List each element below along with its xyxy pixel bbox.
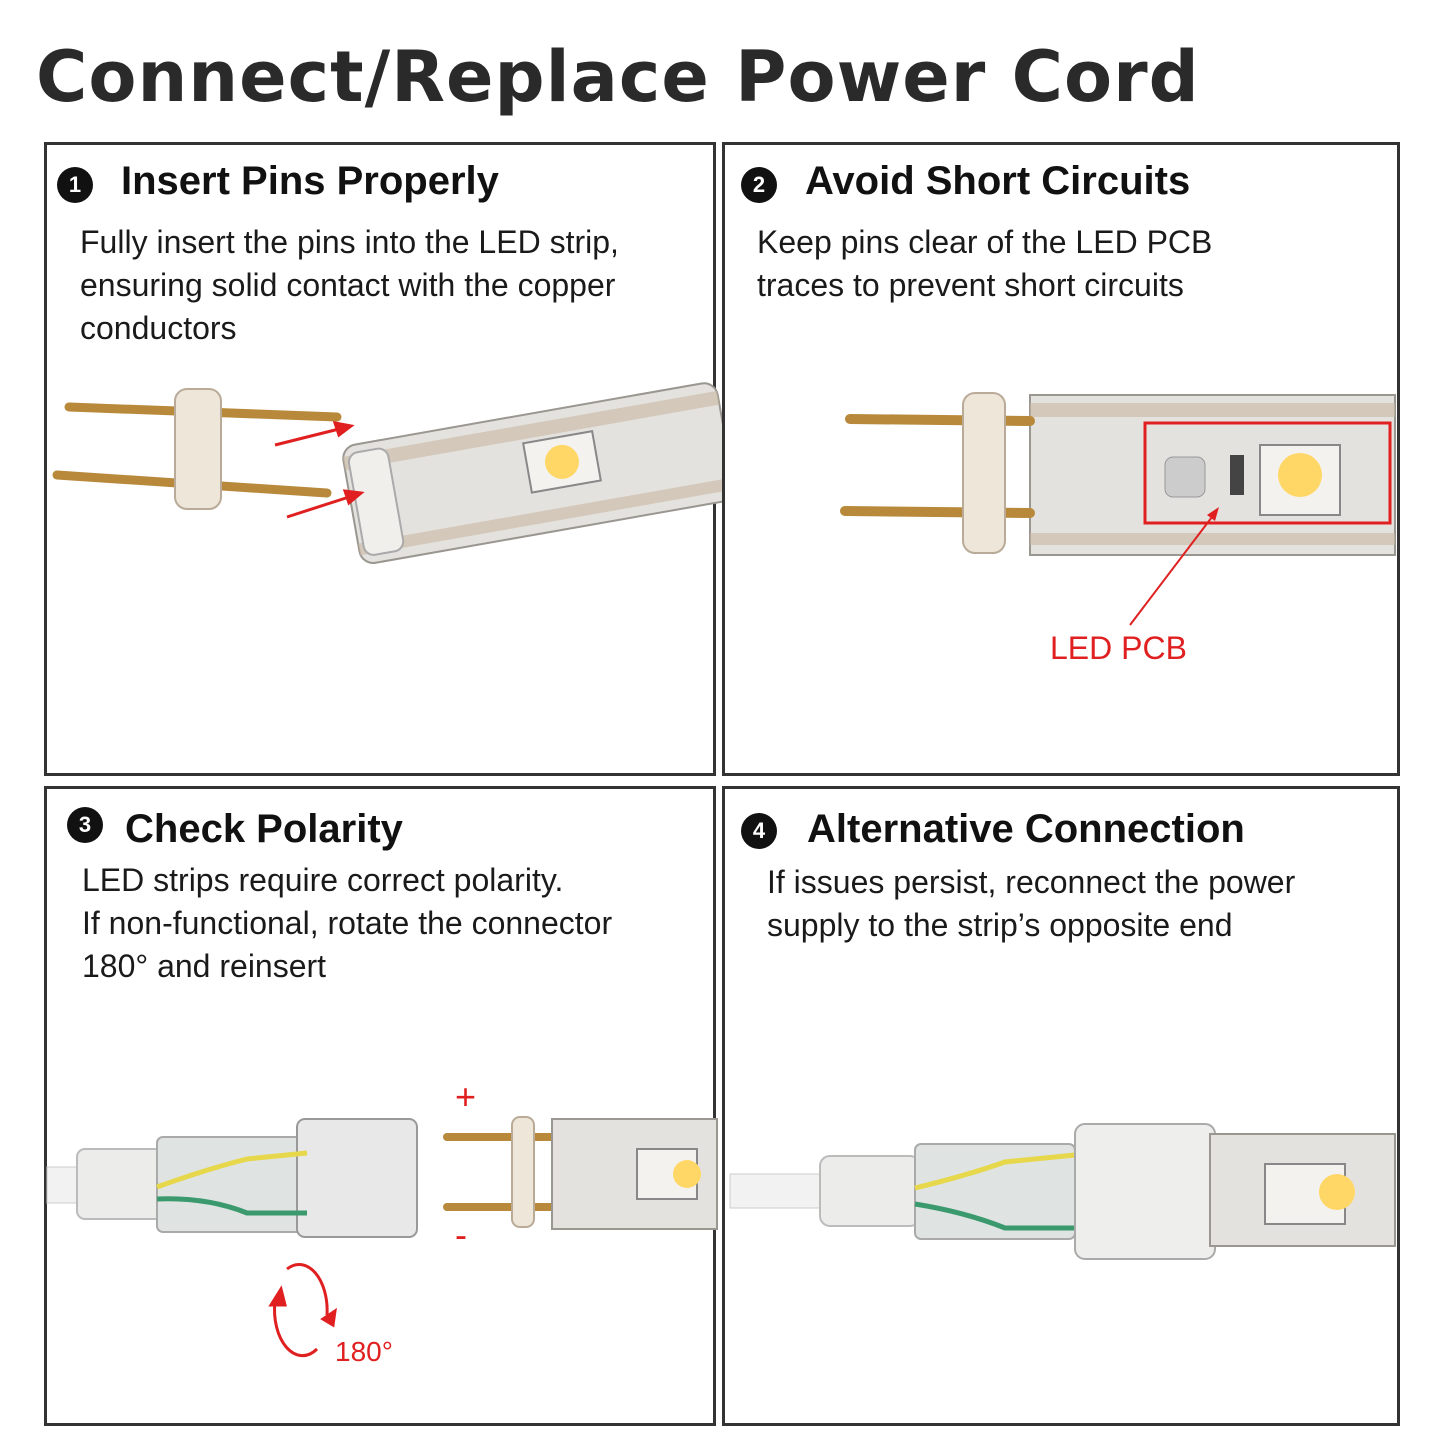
description-line: ensuring solid contact with the copper bbox=[80, 267, 616, 303]
led-strip bbox=[1209, 1133, 1396, 1247]
step-number-badge: 3 bbox=[67, 807, 103, 843]
rotation-label: 180° bbox=[335, 1336, 393, 1367]
panel-alternative-connection: 4 Alternative Connection If issues persi… bbox=[722, 786, 1400, 1426]
description-line: If issues persist, reconnect the power bbox=[767, 864, 1296, 900]
panel-check-polarity: 3 Check Polarity LED strips require corr… bbox=[44, 786, 718, 1426]
connector-pins bbox=[840, 392, 1035, 554]
description-line: Keep pins clear of the LED PCB bbox=[757, 224, 1213, 260]
step-description: If issues persist, reconnect the power s… bbox=[767, 861, 1295, 947]
panel-insert-pins: 1 Insert Pins Properly Fully insert the … bbox=[44, 142, 735, 776]
description-line: If non-functional, rotate the connector bbox=[82, 905, 613, 941]
led-strip bbox=[342, 382, 735, 564]
positive-label: + bbox=[455, 1076, 476, 1117]
step-description: Fully insert the pins into the LED strip… bbox=[80, 221, 619, 350]
step-title: Avoid Short Circuits bbox=[805, 159, 1191, 203]
led-strip bbox=[551, 1118, 718, 1230]
description-line: Fully insert the pins into the LED strip… bbox=[80, 224, 619, 260]
description-line: conductors bbox=[80, 310, 237, 346]
step-number-badge: 4 bbox=[741, 813, 777, 849]
insert-arrows bbox=[274, 421, 365, 519]
step-description: Keep pins clear of the LED PCB traces to… bbox=[757, 221, 1212, 307]
description-line: 180° and reinsert bbox=[82, 948, 327, 984]
negative-label: - bbox=[455, 1214, 467, 1255]
step-title: Alternative Connection bbox=[807, 807, 1245, 851]
rotate-arrows-icon bbox=[268, 1262, 337, 1358]
page-title: Connect/Replace Power Cord bbox=[36, 36, 1200, 118]
connector-pins bbox=[52, 388, 342, 510]
connector-housing bbox=[1074, 1123, 1216, 1260]
panel-avoid-short-circuits: 2 Avoid Short Circuits Keep pins clear o… bbox=[722, 142, 1400, 776]
led-strip bbox=[1029, 394, 1396, 556]
polarity-illustration: + - 180° bbox=[46, 1076, 718, 1367]
power-cord-plug bbox=[729, 1143, 1086, 1240]
connector-pins bbox=[443, 1116, 561, 1228]
step-description: LED strips require correct polarity. If … bbox=[82, 859, 612, 988]
description-line: traces to prevent short circuits bbox=[757, 267, 1184, 303]
led-pcb-label: LED PCB bbox=[1050, 630, 1187, 666]
pcb-highlight-box bbox=[1143, 421, 1392, 525]
description-line: LED strips require correct polarity. bbox=[82, 862, 564, 898]
callout-line bbox=[1129, 512, 1216, 626]
description-line: supply to the strip’s opposite end bbox=[767, 907, 1233, 943]
step-number-badge: 2 bbox=[741, 167, 777, 203]
alternative-connection-illustration bbox=[729, 1123, 1396, 1260]
pins-into-strip-illustration bbox=[52, 382, 735, 564]
led-pcb-illustration: LED PCB bbox=[840, 392, 1396, 666]
power-cord-plug bbox=[46, 1118, 418, 1238]
step-number-badge: 1 bbox=[57, 167, 93, 203]
step-title: Insert Pins Properly bbox=[121, 159, 499, 203]
step-title: Check Polarity bbox=[125, 807, 403, 851]
